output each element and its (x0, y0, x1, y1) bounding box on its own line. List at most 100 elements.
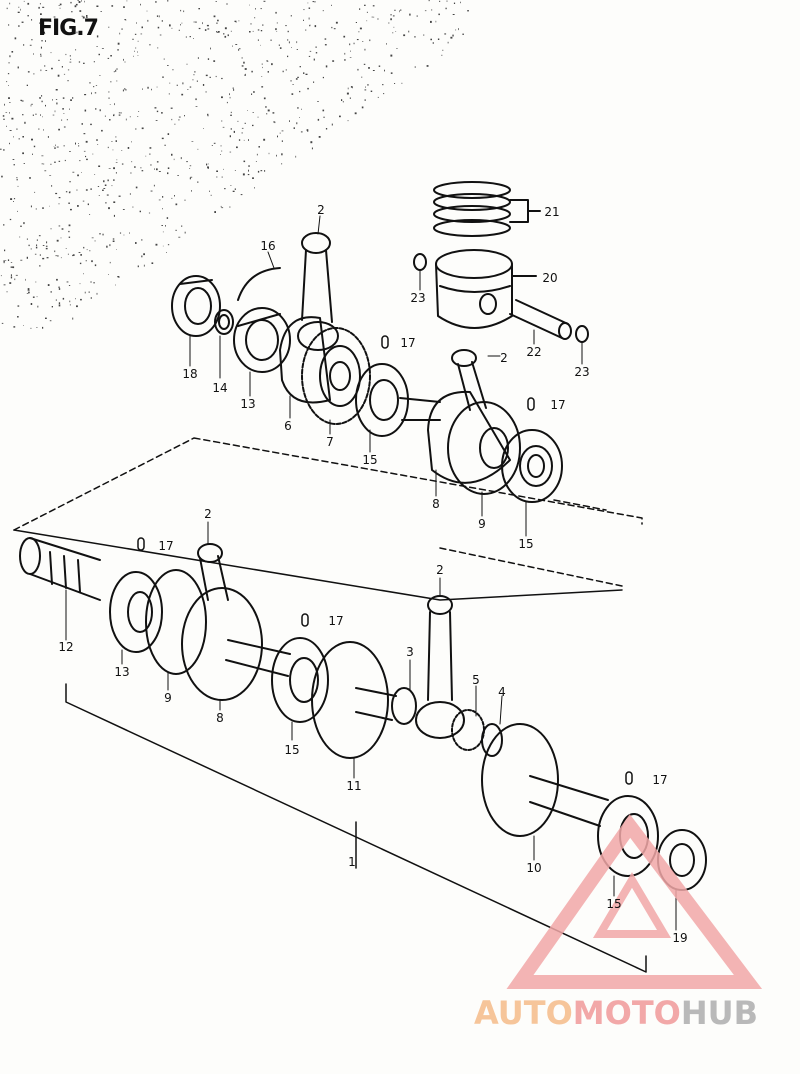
scan-speck (138, 111, 140, 112)
scan-speck (234, 188, 236, 190)
scan-speck (65, 248, 67, 249)
scan-speck (40, 114, 41, 116)
scan-speck (221, 77, 223, 80)
scan-speck (394, 9, 396, 11)
scan-speck (122, 89, 124, 92)
scan-speck (137, 265, 139, 268)
scan-speck (281, 140, 283, 142)
scan-speck (143, 253, 145, 256)
scan-speck (423, 34, 425, 36)
scan-speck (180, 24, 181, 26)
callout-13: 13 (240, 397, 256, 411)
scan-speck (143, 264, 145, 267)
scan-speck (441, 54, 443, 56)
scan-speck (383, 93, 385, 95)
scan-speck (58, 5, 61, 6)
scan-speck (250, 23, 252, 25)
scan-speck (145, 155, 147, 157)
scan-speck (127, 147, 130, 149)
scan-speck (132, 38, 134, 40)
scan-speck (226, 101, 228, 104)
scan-speck (88, 291, 90, 293)
scan-speck (241, 57, 243, 59)
callout-15: 15 (606, 897, 622, 911)
scan-speck (55, 89, 58, 91)
crank-web-11 (311, 641, 397, 759)
scan-speck (140, 167, 142, 169)
scan-speck (96, 139, 98, 141)
scan-speck (68, 202, 70, 204)
scan-speck (266, 60, 269, 62)
scan-speck (230, 128, 232, 130)
scan-speck (13, 201, 14, 202)
scan-speck (26, 293, 29, 294)
scan-speck (325, 128, 328, 130)
scan-speck (244, 74, 246, 76)
scan-speck (133, 55, 134, 57)
scan-speck (210, 194, 212, 196)
scan-speck (35, 246, 38, 249)
scan-speck (13, 198, 16, 200)
scan-speck (108, 91, 110, 93)
scan-speck (184, 199, 186, 201)
scan-speck (3, 118, 5, 120)
scan-speck (229, 96, 231, 99)
scan-speck (31, 39, 33, 41)
scan-speck (428, 0, 430, 2)
scan-speck (107, 146, 109, 149)
scan-speck (18, 138, 20, 140)
scan-speck (58, 286, 60, 288)
scan-speck (131, 161, 133, 163)
scan-speck (15, 274, 18, 276)
scan-speck (313, 58, 315, 61)
scan-speck (162, 208, 163, 210)
scan-speck (54, 161, 56, 163)
callout-19: 19 (672, 931, 688, 945)
scan-speck (59, 7, 61, 9)
scan-speck (107, 179, 109, 182)
scan-speck (61, 119, 63, 121)
scan-speck (189, 168, 191, 169)
scan-speck (82, 200, 85, 202)
scan-speck (41, 40, 43, 42)
scan-speck (137, 40, 139, 42)
scan-speck (108, 168, 111, 169)
scan-speck (27, 2, 30, 5)
scan-speck (30, 205, 32, 208)
scan-speck (263, 138, 266, 141)
scan-speck (173, 158, 175, 161)
scan-speck (169, 24, 171, 27)
scan-speck (189, 86, 192, 88)
scan-speck (266, 113, 268, 115)
scan-speck (125, 19, 127, 21)
scan-noise (0, 0, 469, 329)
scan-speck (98, 165, 101, 167)
scan-speck (216, 31, 217, 33)
scan-speck (69, 151, 71, 152)
scan-speck (267, 109, 270, 112)
scan-speck (50, 228, 52, 230)
scan-speck (186, 63, 188, 65)
scan-speck (235, 44, 238, 45)
scan-speck (175, 229, 177, 231)
scan-speck (331, 123, 333, 126)
scan-speck (213, 142, 216, 144)
scan-speck (275, 28, 277, 31)
scan-speck (331, 26, 333, 29)
scan-speck (115, 140, 117, 142)
scan-speck (27, 71, 30, 73)
scan-speck (308, 55, 311, 57)
scan-speck (158, 15, 160, 18)
scan-speck (244, 68, 247, 70)
scan-speck (108, 26, 110, 28)
scan-speck (7, 73, 10, 75)
scan-speck (113, 113, 115, 115)
scan-speck (317, 118, 320, 121)
scan-speck (3, 260, 5, 263)
scan-speck (167, 0, 169, 2)
scan-speck (303, 72, 305, 74)
scan-speck (206, 163, 208, 166)
scan-speck (257, 29, 260, 31)
scan-speck (36, 296, 38, 298)
scan-speck (66, 119, 68, 121)
